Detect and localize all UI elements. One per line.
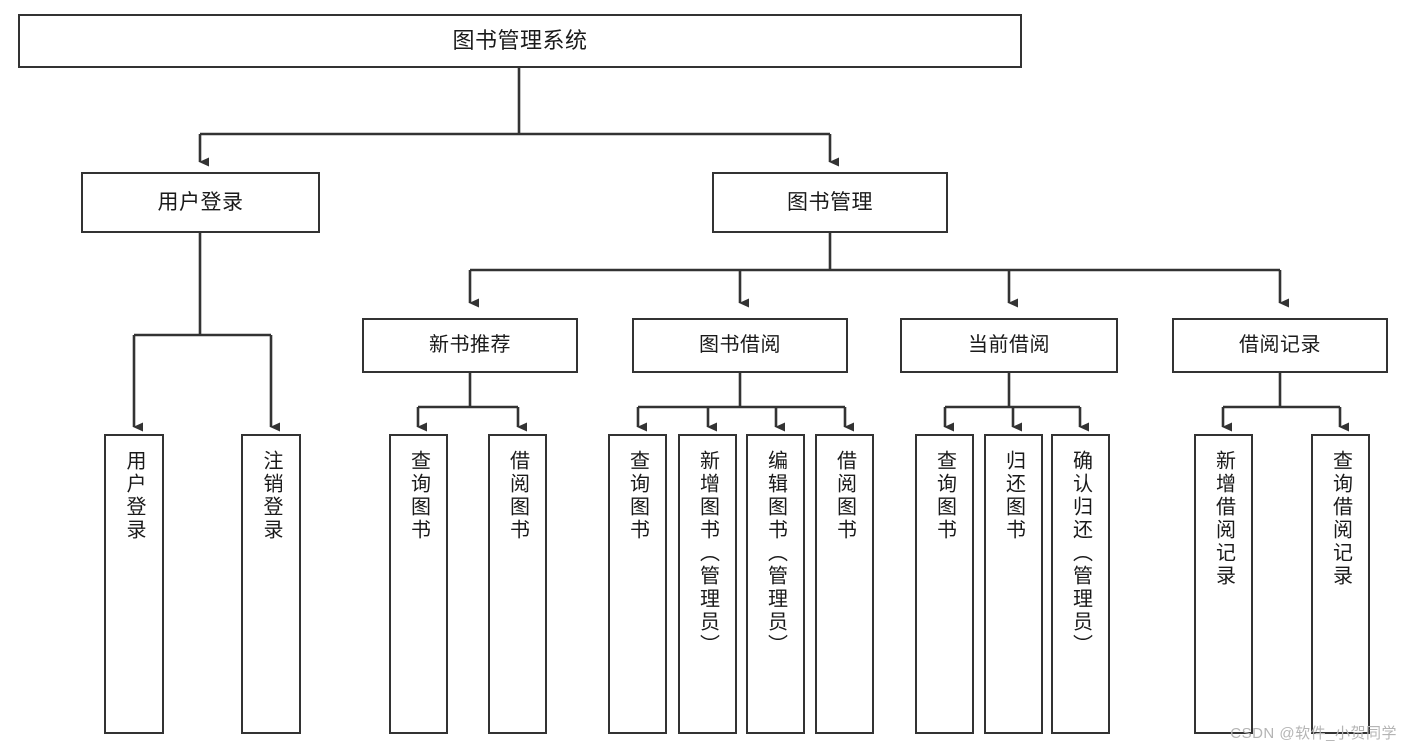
node-label: 编辑图书（管理员）: [764, 450, 787, 657]
leaf-node-borrow-book[interactable]: 借阅图书: [815, 434, 874, 734]
node-label: 借阅记录: [1239, 334, 1321, 357]
node-book-borrow[interactable]: 图书借阅: [632, 318, 848, 373]
node-label: 新书推荐: [429, 334, 511, 357]
node-label: 图书管理系统: [452, 27, 588, 53]
node-label: 确认归还（管理员）: [1069, 450, 1092, 657]
node-current-borrow[interactable]: 当前借阅: [900, 318, 1118, 373]
csdn-watermark: CSDN @软件_小贺同学: [1230, 725, 1397, 742]
leaf-node-return-book[interactable]: 归还图书: [984, 434, 1043, 734]
node-label: 借阅图书: [833, 450, 856, 542]
leaf-node-query-book-borrow[interactable]: 查询图书: [608, 434, 667, 734]
node-borrow-record[interactable]: 借阅记录: [1172, 318, 1388, 373]
node-label: 图书借阅: [699, 334, 781, 357]
leaf-node-confirm-return-admin[interactable]: 确认归还（管理员）: [1051, 434, 1110, 734]
node-label: 图书管理: [787, 190, 873, 214]
node-label: 用户登录: [157, 190, 244, 214]
node-label: 注销登录: [260, 450, 282, 542]
leaf-node-borrow-book-recommend[interactable]: 借阅图书: [488, 434, 547, 734]
node-label: 新增图书（管理员）: [696, 450, 719, 657]
node-new-book-recommend[interactable]: 新书推荐: [362, 318, 578, 373]
leaf-node-edit-book-admin[interactable]: 编辑图书（管理员）: [746, 434, 805, 734]
node-book-management[interactable]: 图书管理: [712, 172, 948, 233]
node-label: 借阅图书: [506, 450, 529, 542]
node-label: 查询借阅记录: [1329, 450, 1352, 588]
leaf-node-add-book-admin[interactable]: 新增图书（管理员）: [678, 434, 737, 734]
node-label: 新增借阅记录: [1212, 450, 1235, 588]
node-label: 当前借阅: [968, 334, 1050, 357]
node-root-book-management-system[interactable]: 图书管理系统: [18, 14, 1022, 68]
node-label: 查询图书: [407, 450, 430, 542]
leaf-node-logout[interactable]: 注销登录: [241, 434, 301, 734]
node-label: 用户登录: [123, 450, 145, 542]
leaf-node-add-borrow-record[interactable]: 新增借阅记录: [1194, 434, 1253, 734]
leaf-node-query-book-current[interactable]: 查询图书: [915, 434, 974, 734]
node-label: 查询图书: [626, 450, 649, 542]
leaf-node-query-book-recommend[interactable]: 查询图书: [389, 434, 448, 734]
leaf-node-user-login[interactable]: 用户登录: [104, 434, 164, 734]
node-label: 归还图书: [1002, 450, 1025, 542]
node-user-login[interactable]: 用户登录: [81, 172, 320, 233]
leaf-node-query-borrow-record[interactable]: 查询借阅记录: [1311, 434, 1370, 734]
node-label: 查询图书: [933, 450, 956, 542]
